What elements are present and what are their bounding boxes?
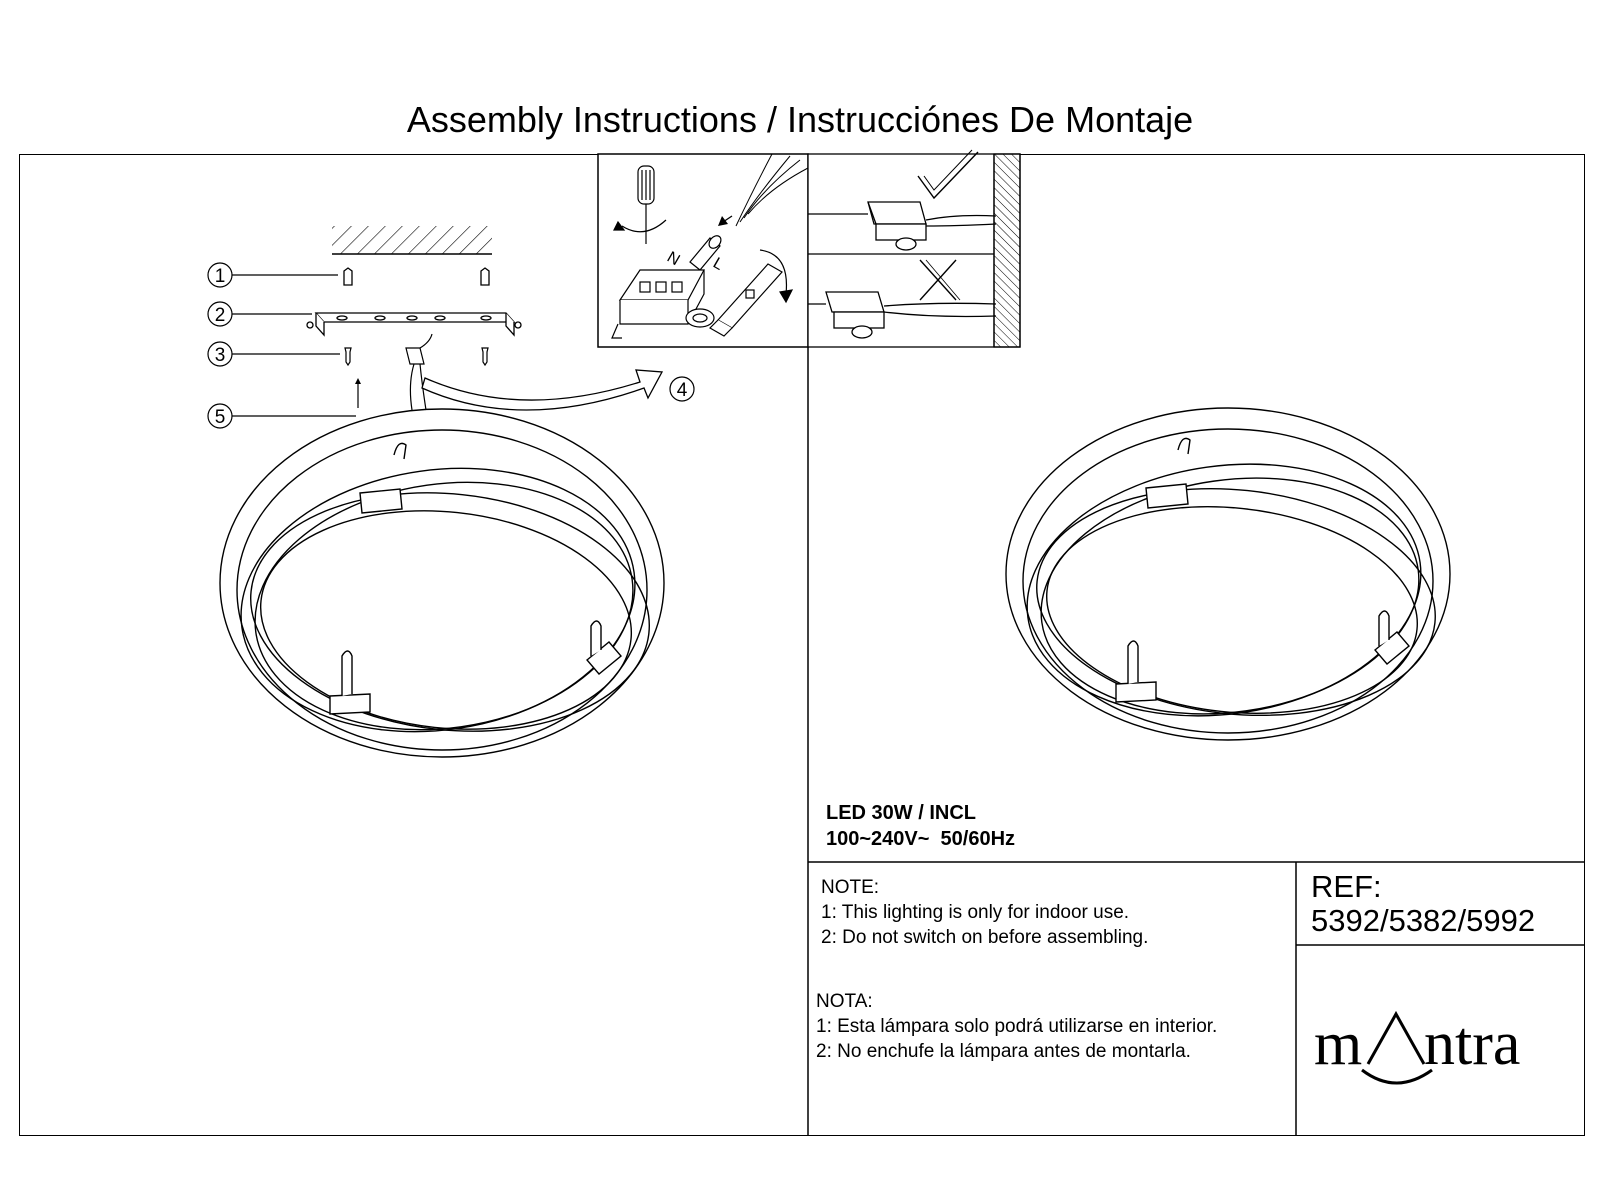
lamp-right [1005, 407, 1451, 741]
note-en-item: 2: Do not switch on before assembling. [821, 927, 1149, 948]
note-es-heading: NOTA: [816, 991, 873, 1012]
note-en-item: 1: This lighting is only for indoor use. [821, 902, 1130, 923]
callout-circles [207, 262, 695, 429]
terminal-block [405, 333, 433, 411]
note-english: NOTE: 1: This lighting is only for indoor… [821, 875, 1148, 950]
terminal-cover-icon [709, 249, 794, 337]
svg-text:m: m [1314, 1010, 1362, 1078]
ceiling [332, 226, 492, 255]
callout-3: 3 [215, 345, 226, 366]
callout-2: 2 [215, 305, 226, 326]
callout-5: 5 [215, 407, 226, 428]
ref-codes: 5392/5382/5992 [1311, 903, 1536, 938]
ref-label: REF: [1311, 869, 1382, 904]
routing-detail [807, 149, 1021, 348]
screwdriver-icon [613, 165, 667, 244]
svg-text:ntra: ntra [1424, 1010, 1520, 1078]
wall-anchors [343, 267, 490, 286]
note-es-item: 2: No enchufe la lámpara antes de montar… [816, 1041, 1191, 1062]
checkmark-icon [917, 149, 979, 200]
cross-icon [919, 259, 961, 301]
spec-block: LED 30W / INCL 100~240V~ 50/60Hz [826, 800, 1015, 852]
lamp-left [219, 408, 665, 758]
driver-box-correct [808, 201, 997, 251]
note-es-item: 1: Esta lámpara solo podrá utilizarse en… [816, 1016, 1218, 1037]
note-en-heading: NOTE: [821, 877, 880, 898]
wiring-terminal-icon [611, 269, 715, 339]
detail-arrow [421, 369, 664, 411]
spec-voltage: 100~240V~ 50/60Hz [826, 828, 1016, 850]
brand-logo: m ntra [1314, 1010, 1520, 1085]
page-title: Assembly Instructions / Instrucciónes De… [406, 99, 1194, 140]
mounting-bracket [306, 312, 522, 337]
spec-power: LED 30W / INCL [826, 802, 977, 824]
note-spanish: NOTA: 1: Esta lámpara solo podrá utilizar… [816, 989, 1217, 1064]
driver-box-incorrect [808, 291, 997, 339]
callout-1: 1 [215, 266, 226, 287]
callout-4: 4 [677, 380, 688, 401]
ref-block: REF:5392/5382/5992 [1311, 870, 1535, 938]
wiring-detail: N L [597, 153, 809, 348]
screws [344, 347, 489, 367]
